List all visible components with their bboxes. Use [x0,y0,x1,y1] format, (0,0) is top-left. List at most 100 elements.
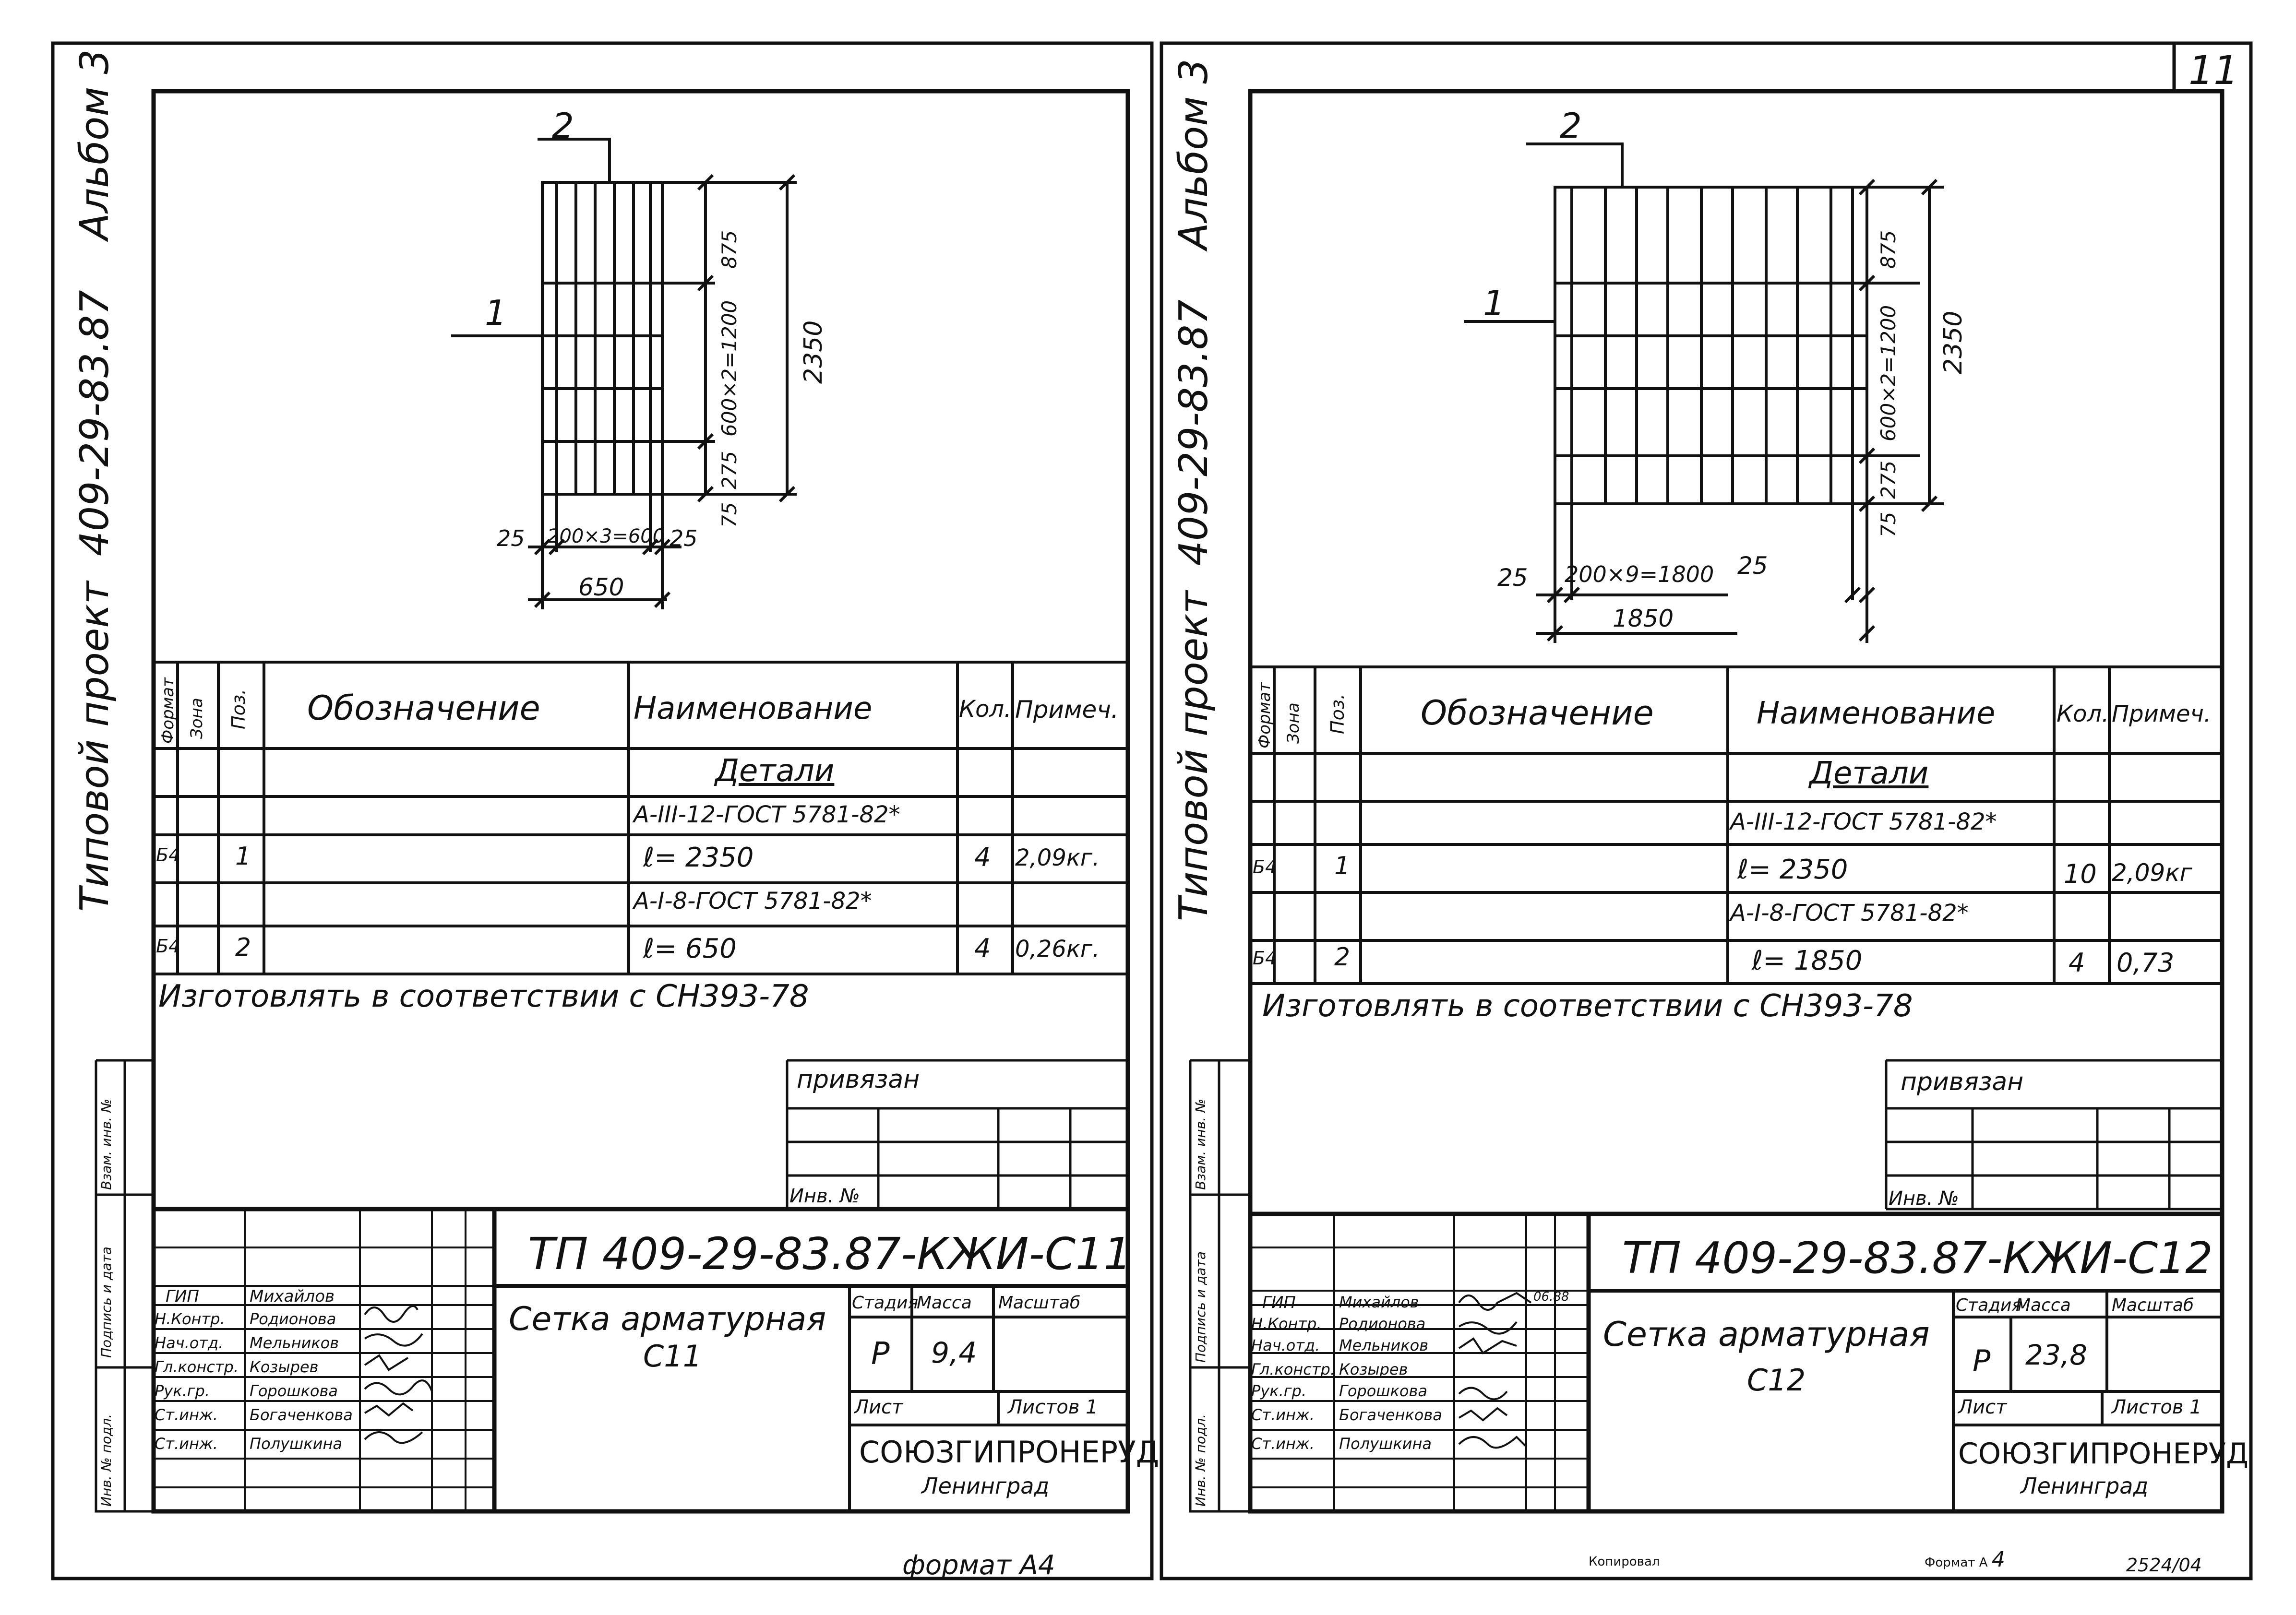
row-1-name: А-III-12-ГОСТ 5781-82* [1730,808,1997,835]
org-city: Ленинград [2021,1473,2149,1499]
person-role: Нач.отд. [1251,1336,1320,1354]
row-2-format: Б4 [156,844,180,866]
person-role: Ст.инж. [155,1406,218,1424]
scale-label: Масштаб [2112,1295,2194,1315]
mass-label: Масса [2016,1295,2071,1315]
dim-left-25: 25 [497,525,525,551]
dim-600x2: 600×2=1200 [1877,305,1900,441]
sheets-label: Листов 1 [2112,1396,2202,1418]
hdr-designation: Обозначение [307,689,540,728]
stamp-date: 06.88 [1533,1290,1569,1304]
dim-875: 875 [718,230,741,269]
side-title: Типовой проект 409-29-83.87 Альбом 3 [72,49,118,912]
scale-label: Масштаб [998,1293,1081,1313]
dim-875: 875 [1877,230,1900,269]
side-title-code: 409-29-83.87 [1171,299,1217,566]
row-2-name: ℓ= 2350 [643,842,754,873]
person-role: Н.Контр. [1251,1315,1322,1333]
doc-subtitle: С11 [643,1339,702,1374]
person-role: Н.Контр. [155,1310,225,1328]
sheet-label: Лист [854,1396,903,1418]
person-name: Михайлов [250,1287,335,1306]
dim-275: 275 [718,451,741,489]
row-2-note: 2,09кг. [1015,844,1100,871]
person-role: Ст.инж. [1251,1406,1315,1424]
row-2-format: Б4 [1253,856,1277,878]
hdr-zone: Зона [1284,702,1303,744]
person-name: Родионова [250,1310,336,1328]
person-name: Полушкина [1339,1435,1432,1453]
dim-span: 200×9=1800 [1565,561,1714,587]
manufacture-note: Изготовлять в соответствии с СН393-78 [1262,988,1913,1024]
dim-left-25: 25 [1497,564,1528,592]
side-title-album: Альбом 3 [72,49,118,240]
row-4-note: 0,73 [2117,948,2175,978]
bound-title: привязан [1901,1068,2024,1096]
dim-600x2: 600×2=1200 [718,300,741,437]
side-stamp-replace: Взам. инв. № [1193,1098,1208,1190]
footer-format: Формат А 4 [1925,1547,2005,1572]
side-title-kind: Типовой проект [1171,591,1217,921]
person-role: ГИП [1262,1293,1296,1312]
mass-value: 9,4 [931,1336,977,1370]
section-details: Детали [715,753,835,789]
pos-2-label: 2 [552,106,574,146]
hdr-pos: Поз. [1327,693,1348,734]
org-city: Ленинград [921,1473,1050,1499]
row-2-note: 2,09кг [2112,859,2192,887]
person-name: Козырев [250,1358,319,1376]
doc-code: ТП 409-29-83.87-КЖИ-С11 [528,1228,1132,1280]
pos-1-label: 1 [1483,283,1505,323]
row-2-name: ℓ= 2350 [1737,854,1848,885]
dim-total: 1850 [1613,605,1674,632]
manufacture-note: Изготовлять в соответствии с СН393-78 [158,979,809,1014]
person-name: Горошкова [250,1382,338,1400]
row-4-note: 0,26кг. [1015,936,1100,962]
person-name: Богаченкова [250,1406,353,1424]
footer-format-label: Формат А [1925,1556,1988,1570]
mesh-drawing-c12 [1464,142,1944,643]
row-3-name: А-I-8-ГОСТ 5781-82* [1730,900,1969,926]
stage-value: Р [1973,1343,1991,1378]
sheet-label: Лист [1958,1396,2007,1418]
row-4-format: Б4 [156,936,180,957]
dim-2350: 2350 [1939,310,1968,374]
org-name: СОЮЗГИПРОНЕРУД [859,1435,1160,1470]
row-3-name: А-I-8-ГОСТ 5781-82* [634,888,872,914]
doc-title: Сетка арматурная [1603,1315,1930,1354]
dim-2350: 2350 [799,320,828,384]
footer-format-value: 4 [1991,1547,2005,1572]
row-4-pos: 2 [235,933,251,962]
side-stamp-sign: Подпись и дата [1193,1251,1208,1363]
pos-2-label: 2 [1560,106,1582,146]
footer-archive-no: 2524/04 [2126,1555,2202,1576]
hdr-qty: Кол. [2057,701,2109,727]
footer-copied: Копировал [1589,1555,1660,1569]
person-role: Ст.инж. [155,1435,218,1453]
hdr-note: Примеч. [1015,696,1119,724]
person-role: Нач.отд. [155,1334,224,1352]
doc-code: ТП 409-29-83.87-КЖИ-С12 [1622,1233,2213,1283]
dim-total: 650 [578,573,624,601]
side-title-album: Альбом 3 [1171,59,1217,250]
person-role: Рук.гр. [155,1382,210,1400]
side-title-code: 409-29-83.87 [72,290,118,557]
side-stamp-replace: Взам. инв. № [98,1098,114,1190]
page-number: 11 [2188,48,2239,94]
bound-inv: Инв. № [1889,1188,1959,1210]
person-role: Гл.констр. [1251,1360,1335,1378]
stage-label: Стадия [1956,1295,2022,1315]
row-1-name: А-III-12-ГОСТ 5781-82* [634,801,900,828]
person-name: Родионова [1339,1315,1426,1333]
side-stamp-inv: Инв. № подл. [98,1413,114,1507]
person-name: Богаченкова [1339,1406,1442,1424]
side-stamp-sign: Подпись и дата [98,1247,114,1358]
dim-right-25: 25 [1737,552,1768,580]
dim-75: 75 [1877,511,1900,537]
bound-title: привязан [797,1065,920,1094]
sheets-label: Листов 1 [1008,1396,1098,1418]
hdr-name: Наименование [634,691,873,726]
person-name: Мельников [250,1334,339,1352]
row-4-format: Б4 [1253,948,1277,969]
person-role: Гл.констр. [155,1358,239,1376]
